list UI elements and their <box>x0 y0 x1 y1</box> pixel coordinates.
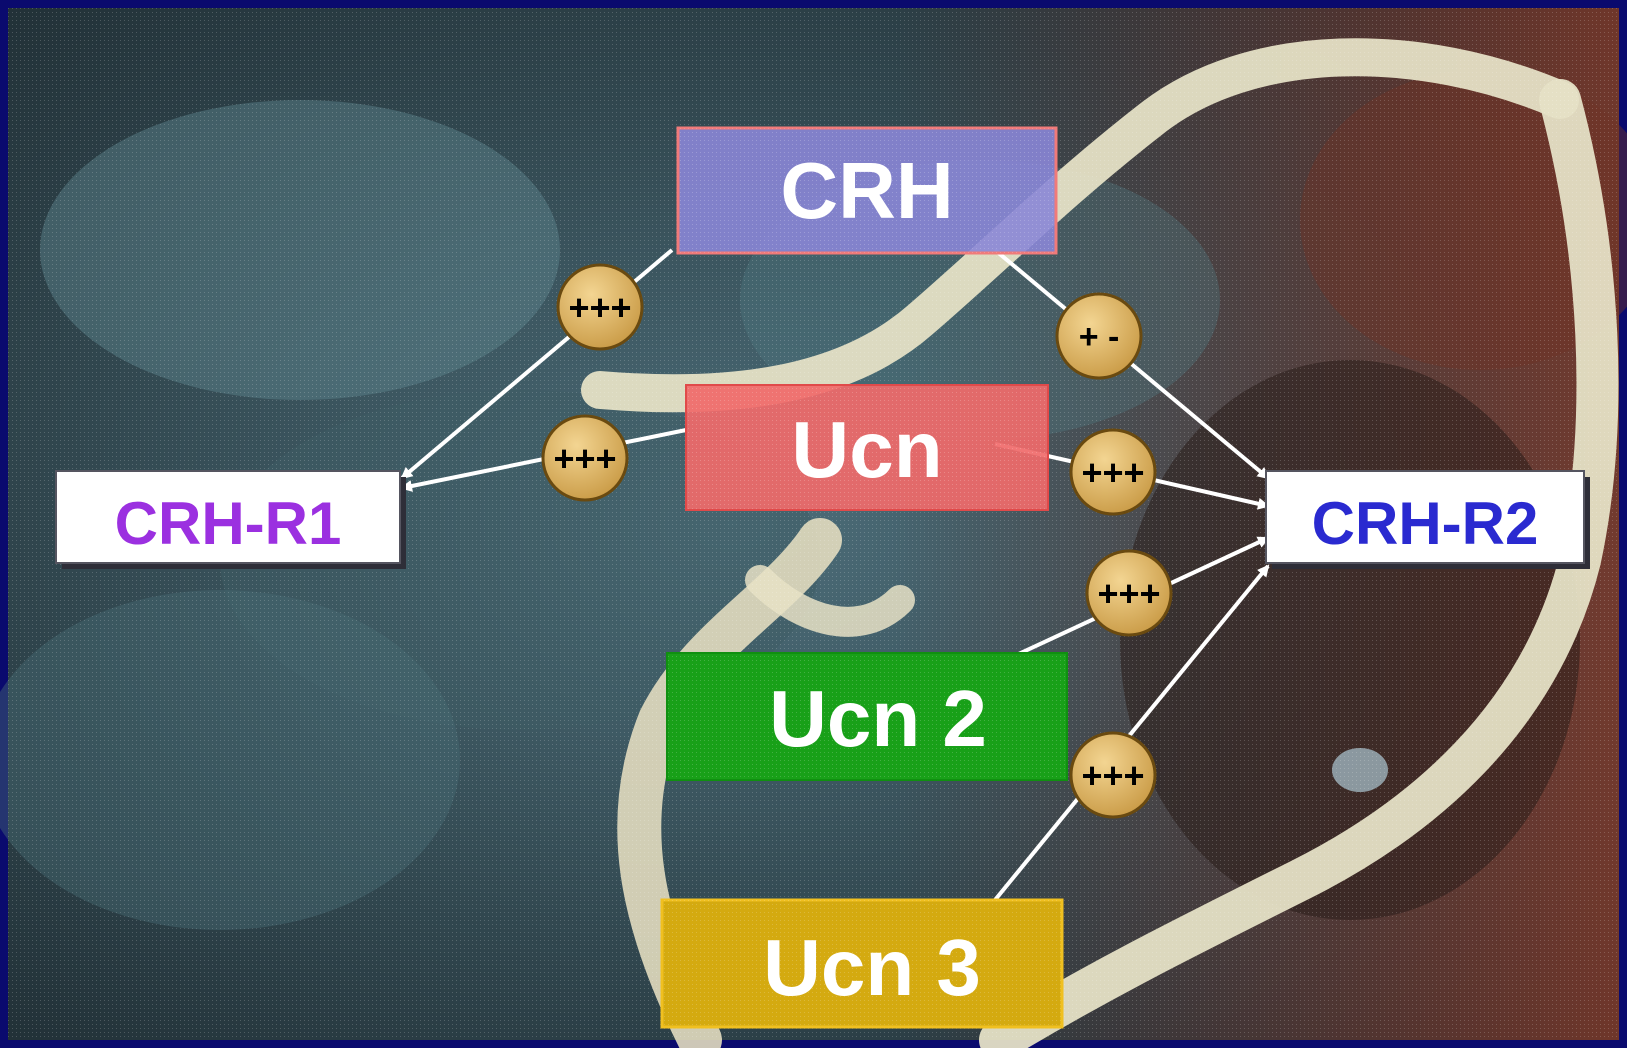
badge-ucn-to-r2: +++ <box>1069 428 1157 516</box>
badge-crh-to-r2: + - <box>1055 292 1143 380</box>
node-crh-r1-label: CRH-R1 <box>115 490 342 557</box>
node-crh-label: CRH <box>780 146 953 235</box>
node-ucn3: Ucn 3 <box>660 898 1064 1029</box>
node-crh-r2-label: CRH-R2 <box>1312 490 1539 557</box>
badge-ucn3-to-r2: +++ <box>1069 731 1157 819</box>
node-crh: CRH <box>676 126 1058 255</box>
node-ucn3-label: Ucn 3 <box>763 923 981 1012</box>
edge-ucn3-to-r2 <box>993 564 1270 902</box>
badge-crh-to-r2-label: + - <box>1079 318 1120 356</box>
node-crh-r1: CRH-R1 <box>55 470 406 569</box>
node-ucn: Ucn <box>685 384 1049 511</box>
node-crh-r2: CRH-R2 <box>1265 470 1590 569</box>
badge-ucn2-to-r2-label: +++ <box>1097 573 1160 614</box>
badge-crh-to-r1: +++ <box>556 263 644 351</box>
node-ucn2: Ucn 2 <box>666 652 1068 781</box>
node-ucn-label: Ucn <box>791 405 942 494</box>
badge-crh-to-r1-label: +++ <box>568 287 631 328</box>
node-ucn2-label: Ucn 2 <box>769 674 987 763</box>
badge-ucn3-to-r2-label: +++ <box>1081 755 1144 796</box>
badge-ucn-to-r1-label: +++ <box>553 438 616 479</box>
badge-ucn2-to-r2: +++ <box>1085 549 1173 637</box>
badge-ucn-to-r2-label: +++ <box>1081 452 1144 493</box>
badge-ucn-to-r1: +++ <box>541 414 629 502</box>
